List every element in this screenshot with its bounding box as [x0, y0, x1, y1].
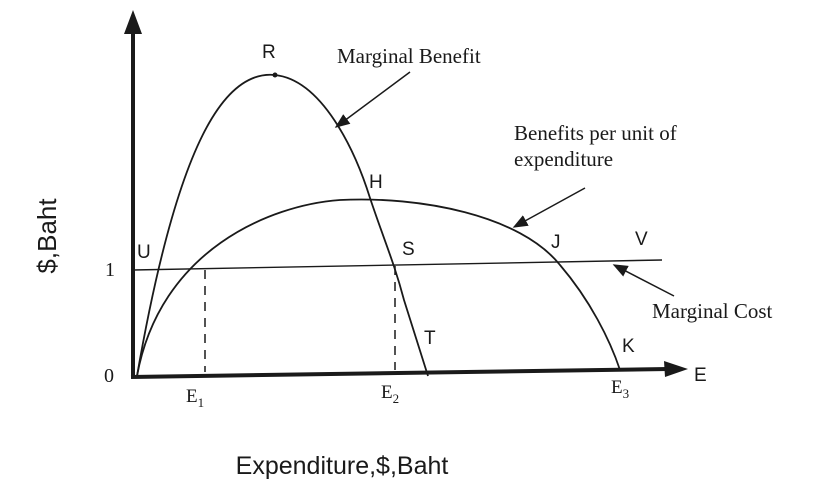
point-t-label: T	[424, 328, 436, 349]
benefits-per-unit-annotation-line2: expenditure	[514, 147, 613, 171]
point-r-dot	[272, 72, 278, 78]
benefits-per-unit-annotation-line1: Benefits per unit of	[514, 121, 677, 145]
x-axis-end-label: E	[694, 365, 707, 386]
tick-e1-label: E1	[186, 386, 204, 410]
point-r-label: R	[262, 42, 276, 63]
marginal-cost-pointer	[612, 264, 675, 297]
y-axis-label: $,Baht	[32, 198, 62, 274]
tick-e2-label: E2	[381, 382, 399, 406]
marginal-benefit-curve	[136, 73, 429, 377]
point-u-label: U	[137, 242, 151, 263]
point-k-label: K	[622, 336, 635, 357]
x-axis-label: Expenditure,$,Baht	[236, 452, 449, 480]
marginal-benefit-pointer	[334, 71, 411, 128]
point-v-label: V	[635, 229, 648, 250]
benefits-per-unit-curve	[136, 198, 621, 377]
tick-e3-label: E3	[611, 377, 629, 401]
point-h-label: H	[369, 172, 383, 193]
marginal-cost-annotation: Marginal Cost	[652, 299, 773, 323]
point-j-label: J	[551, 232, 561, 253]
marginal-benefit-annotation: Marginal Benefit	[337, 44, 481, 68]
marginal-cost-line	[132, 259, 663, 271]
x-axis-arrowhead	[664, 361, 688, 377]
point-s-label: S	[402, 239, 415, 260]
benefits-per-unit-pointer	[512, 187, 586, 228]
y-axis-arrowhead	[124, 10, 142, 34]
origin-label: 0	[104, 365, 114, 387]
y-one-label: 1	[105, 259, 115, 281]
x-axis	[130, 367, 669, 379]
